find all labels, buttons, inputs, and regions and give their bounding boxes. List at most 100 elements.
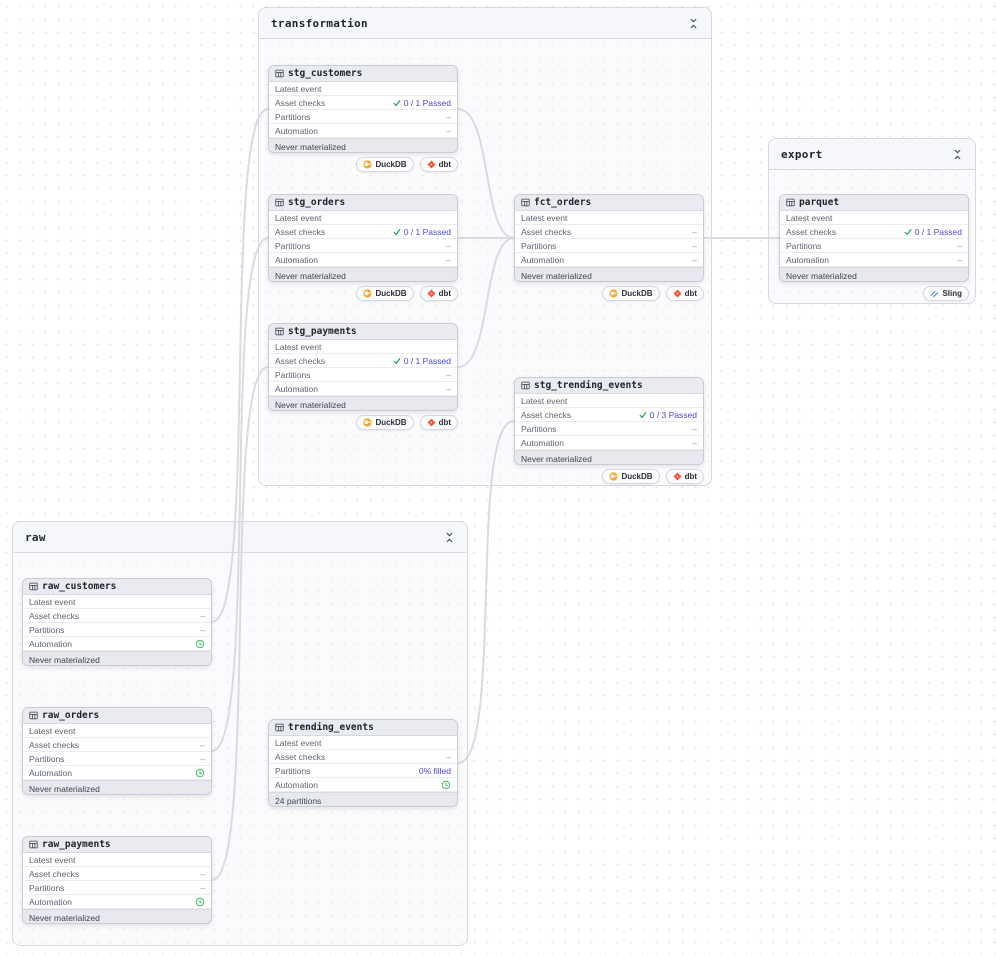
group-title: export [781, 147, 823, 161]
latest-event-row: Latest event [23, 595, 211, 609]
tag-dbt[interactable]: dbt [419, 286, 458, 301]
partitions-row: Partitions – [515, 239, 703, 253]
asset-node-trending_events[interactable]: trending_events Latest event Asset check… [268, 719, 458, 807]
dbt-icon [427, 160, 436, 169]
automation-row[interactable]: Automation [23, 766, 211, 780]
asset-card-header[interactable]: raw_orders [23, 708, 211, 724]
asset-node-stg_payments[interactable]: stg_payments Latest event Asset checks 0… [268, 323, 458, 411]
asset-node-fct_orders[interactable]: fct_orders Latest event Asset checks – P… [514, 194, 704, 282]
asset-card-header[interactable]: fct_orders [515, 195, 703, 211]
asset-checks-value: – [200, 739, 205, 750]
partitions-value: – [692, 240, 697, 251]
automation-row: Automation – [269, 382, 457, 396]
dbt-icon [427, 289, 436, 298]
asset-checks-row: Asset checks – [23, 738, 211, 752]
table-icon [521, 381, 530, 390]
group-raw-header[interactable]: raw [13, 522, 467, 553]
asset-name: fct_orders [534, 197, 592, 208]
partitions-value: – [200, 882, 205, 893]
check-icon [904, 228, 912, 236]
asset-checks-value: – [692, 226, 697, 237]
asset-checks-row[interactable]: Asset checks 0 / 1 Passed [269, 225, 457, 239]
materialization-status: Never materialized [23, 651, 211, 665]
asset-node-stg_customers[interactable]: stg_customers Latest event Asset checks … [268, 65, 458, 153]
collapse-group-icon[interactable] [444, 532, 455, 543]
partitions-value: – [692, 423, 697, 434]
asset-card-header[interactable]: raw_payments [23, 837, 211, 853]
asset-tags: DuckDB dbt [514, 469, 704, 484]
partitions-value[interactable]: 0% filled [418, 765, 451, 776]
asset-checks-value[interactable]: 0 / 1 Passed [403, 226, 451, 237]
asset-node-stg_orders[interactable]: stg_orders Latest event Asset checks 0 /… [268, 194, 458, 282]
tag-duckdb[interactable]: DuckDB [356, 415, 414, 430]
asset-checks-value[interactable]: 0 / 1 Passed [914, 226, 962, 237]
automation-value: – [692, 254, 697, 265]
partitions-row: Partitions – [23, 881, 211, 895]
automation-value: – [446, 125, 451, 136]
tag-dbt[interactable]: dbt [419, 157, 458, 172]
asset-checks-row[interactable]: Asset checks 0 / 1 Passed [780, 225, 968, 239]
asset-checks-value[interactable]: 0 / 3 Passed [649, 409, 697, 420]
partitions-row: Partitions – [780, 239, 968, 253]
check-icon [639, 411, 647, 419]
tag-dbt[interactable]: dbt [665, 469, 704, 484]
asset-card-header[interactable]: stg_payments [269, 324, 457, 340]
automation-row[interactable]: Automation [23, 637, 211, 651]
tag-sling[interactable]: Sling [923, 286, 969, 301]
tag-dbt[interactable]: dbt [419, 415, 458, 430]
automation-value: – [446, 254, 451, 265]
asset-card-header[interactable]: parquet [780, 195, 968, 211]
automation-clock-icon[interactable] [195, 639, 205, 649]
tag-duckdb[interactable]: DuckDB [356, 286, 414, 301]
asset-card-header[interactable]: trending_events [269, 720, 457, 736]
asset-node-stg_trending_events[interactable]: stg_trending_events Latest event Asset c… [514, 377, 704, 465]
asset-node-raw_customers[interactable]: raw_customers Latest event Asset checks … [22, 578, 212, 666]
automation-row: Automation – [269, 253, 457, 267]
asset-card-header[interactable]: stg_trending_events [515, 378, 703, 394]
asset-checks-value[interactable]: 0 / 1 Passed [403, 97, 451, 108]
automation-clock-icon[interactable] [195, 768, 205, 778]
latest-event-row: Latest event [23, 853, 211, 867]
asset-node-raw_orders[interactable]: raw_orders Latest event Asset checks – P… [22, 707, 212, 795]
asset-tags: DuckDB dbt [514, 286, 704, 301]
asset-name: stg_orders [288, 197, 346, 208]
collapse-group-icon[interactable] [688, 18, 699, 29]
automation-value: – [446, 383, 451, 394]
collapse-group-icon[interactable] [952, 149, 963, 160]
group-transformation-header[interactable]: transformation [259, 8, 711, 39]
asset-checks-row[interactable]: Asset checks 0 / 1 Passed [269, 354, 457, 368]
automation-row[interactable]: Automation [23, 895, 211, 909]
asset-checks-row[interactable]: Asset checks 0 / 3 Passed [515, 408, 703, 422]
group-export-header[interactable]: export [769, 139, 975, 170]
dbt-icon [427, 418, 436, 427]
asset-card-header[interactable]: stg_customers [269, 66, 457, 82]
partition-count-status: 24 partitions [269, 792, 457, 806]
asset-checks-row: Asset checks – [515, 225, 703, 239]
asset-checks-value[interactable]: 0 / 1 Passed [403, 355, 451, 366]
asset-checks-row: Asset checks – [23, 867, 211, 881]
asset-node-raw_payments[interactable]: raw_payments Latest event Asset checks –… [22, 836, 212, 924]
asset-card-header[interactable]: raw_customers [23, 579, 211, 595]
materialization-status: Never materialized [269, 138, 457, 152]
group-title: raw [25, 530, 46, 544]
table-icon [29, 711, 38, 720]
duckdb-icon [363, 418, 373, 427]
tag-duckdb[interactable]: DuckDB [602, 469, 660, 484]
automation-clock-icon[interactable] [195, 897, 205, 907]
materialization-status: Never materialized [23, 909, 211, 923]
asset-node-parquet[interactable]: parquet Latest event Asset checks 0 / 1 … [779, 194, 969, 282]
automation-row[interactable]: Automation [269, 778, 457, 792]
asset-tags: DuckDB dbt [268, 286, 458, 301]
tag-duckdb[interactable]: DuckDB [602, 286, 660, 301]
automation-row: Automation – [780, 253, 968, 267]
latest-event-row: Latest event [269, 211, 457, 225]
automation-clock-icon[interactable] [441, 780, 451, 790]
asset-name: parquet [799, 197, 840, 208]
tag-duckdb[interactable]: DuckDB [356, 157, 414, 172]
partitions-row[interactable]: Partitions 0% filled [269, 764, 457, 778]
asset-card-header[interactable]: stg_orders [269, 195, 457, 211]
asset-tags: DuckDB dbt [268, 415, 458, 430]
tag-dbt[interactable]: dbt [665, 286, 704, 301]
asset-checks-row[interactable]: Asset checks 0 / 1 Passed [269, 96, 457, 110]
